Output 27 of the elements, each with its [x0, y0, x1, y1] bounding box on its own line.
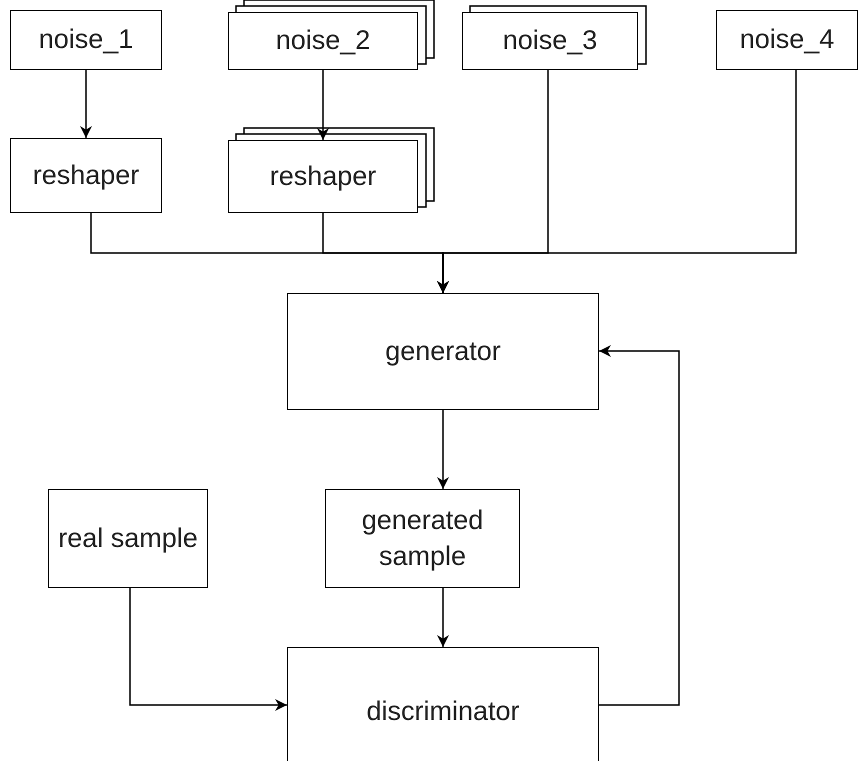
arrow [129, 588, 287, 711]
process-box [716, 10, 858, 70]
process-box [462, 12, 638, 70]
arrow [80, 70, 92, 138]
box-label: discriminator [366, 695, 520, 728]
process-box [325, 489, 520, 588]
box-label: noise_3 [502, 24, 598, 58]
arrow [437, 70, 797, 293]
process-box [287, 293, 599, 410]
process-box [10, 138, 162, 213]
box-label: generated sample [360, 504, 484, 573]
process-box [10, 10, 162, 70]
box-label: noise_4 [740, 23, 834, 56]
arrow [437, 588, 449, 647]
arrow [317, 70, 329, 140]
process-box [228, 12, 418, 70]
arrow [599, 345, 680, 706]
box-label: generator [385, 334, 501, 368]
box-label: real sample [58, 522, 198, 555]
box-label: reshaper [32, 158, 140, 192]
process-box [48, 489, 208, 588]
box-label: noise_2 [276, 24, 370, 58]
box-label: reshaper [270, 160, 376, 193]
process-box [287, 647, 599, 761]
arrow [437, 410, 449, 489]
process-box [228, 140, 418, 213]
box-label: noise_1 [38, 23, 134, 56]
